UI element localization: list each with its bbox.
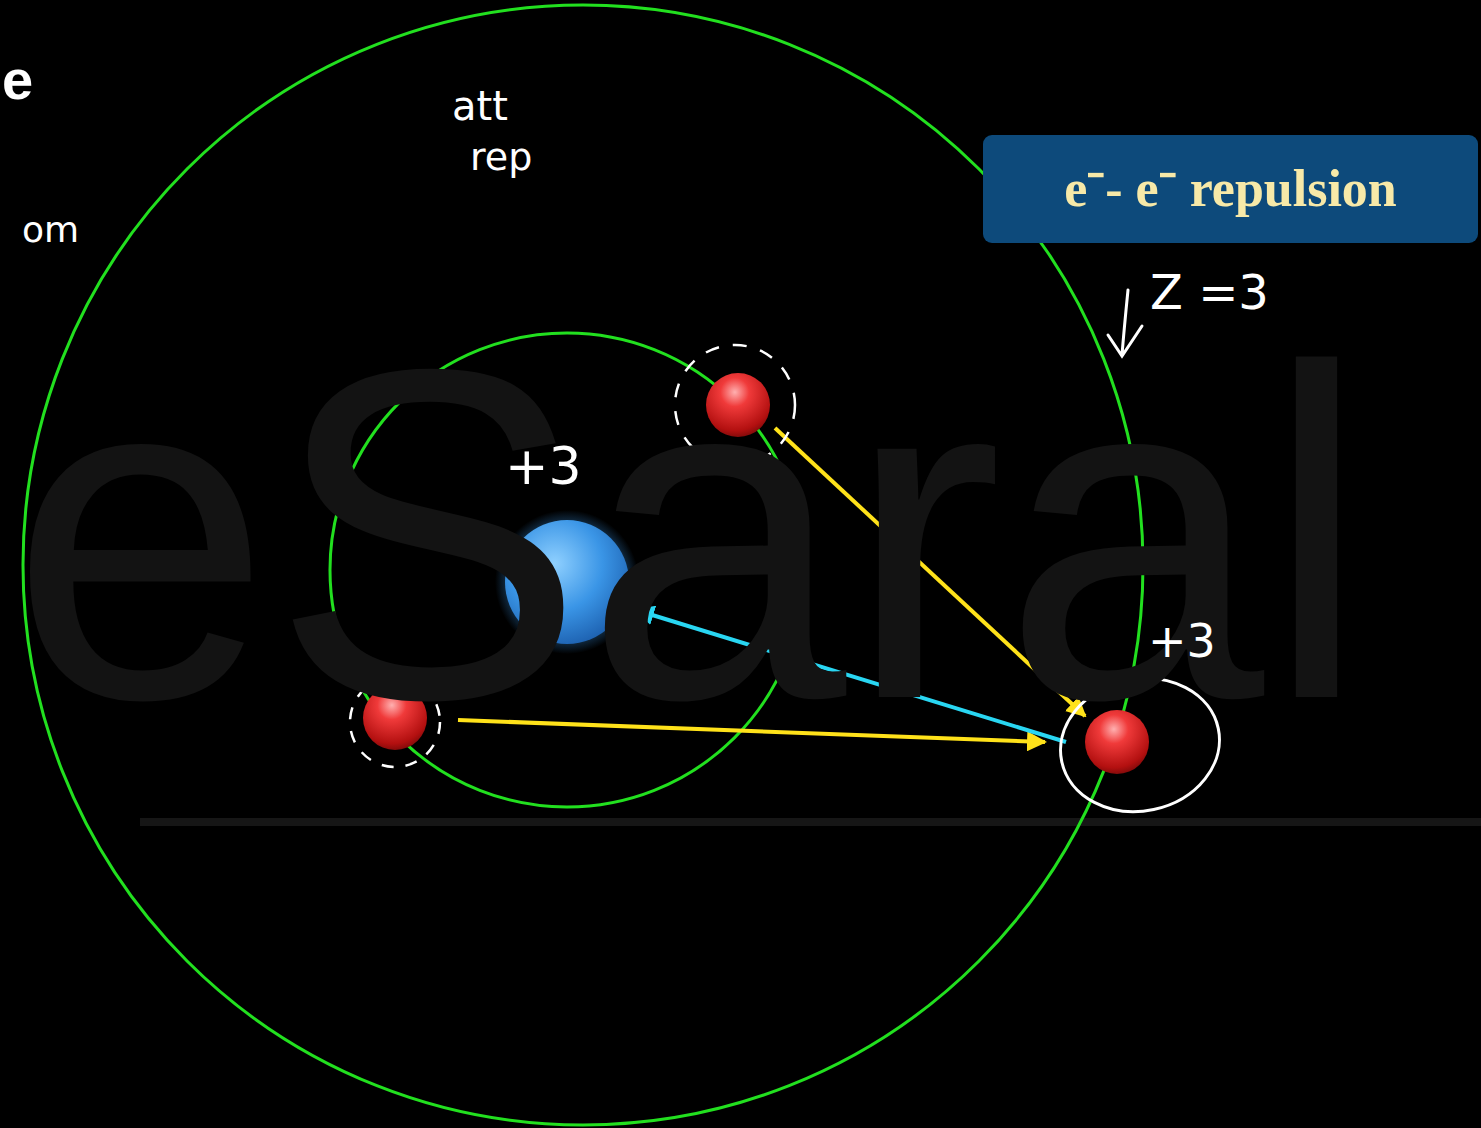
annotation: +3 bbox=[505, 440, 582, 492]
box-heading: e⁻- e⁻ repulsion bbox=[1064, 160, 1397, 217]
annotation: om bbox=[22, 212, 79, 248]
annotation: +3 bbox=[1148, 618, 1216, 664]
title-box: e⁻- e⁻ repulsion bbox=[983, 135, 1478, 243]
annotation: att bbox=[452, 86, 508, 126]
annotation: Z =3 bbox=[1150, 268, 1269, 316]
watermark: eSaral bbox=[10, 300, 1369, 770]
annotation: e bbox=[2, 52, 33, 108]
annotation: rep bbox=[470, 138, 532, 176]
watermark-underline bbox=[140, 818, 1481, 826]
